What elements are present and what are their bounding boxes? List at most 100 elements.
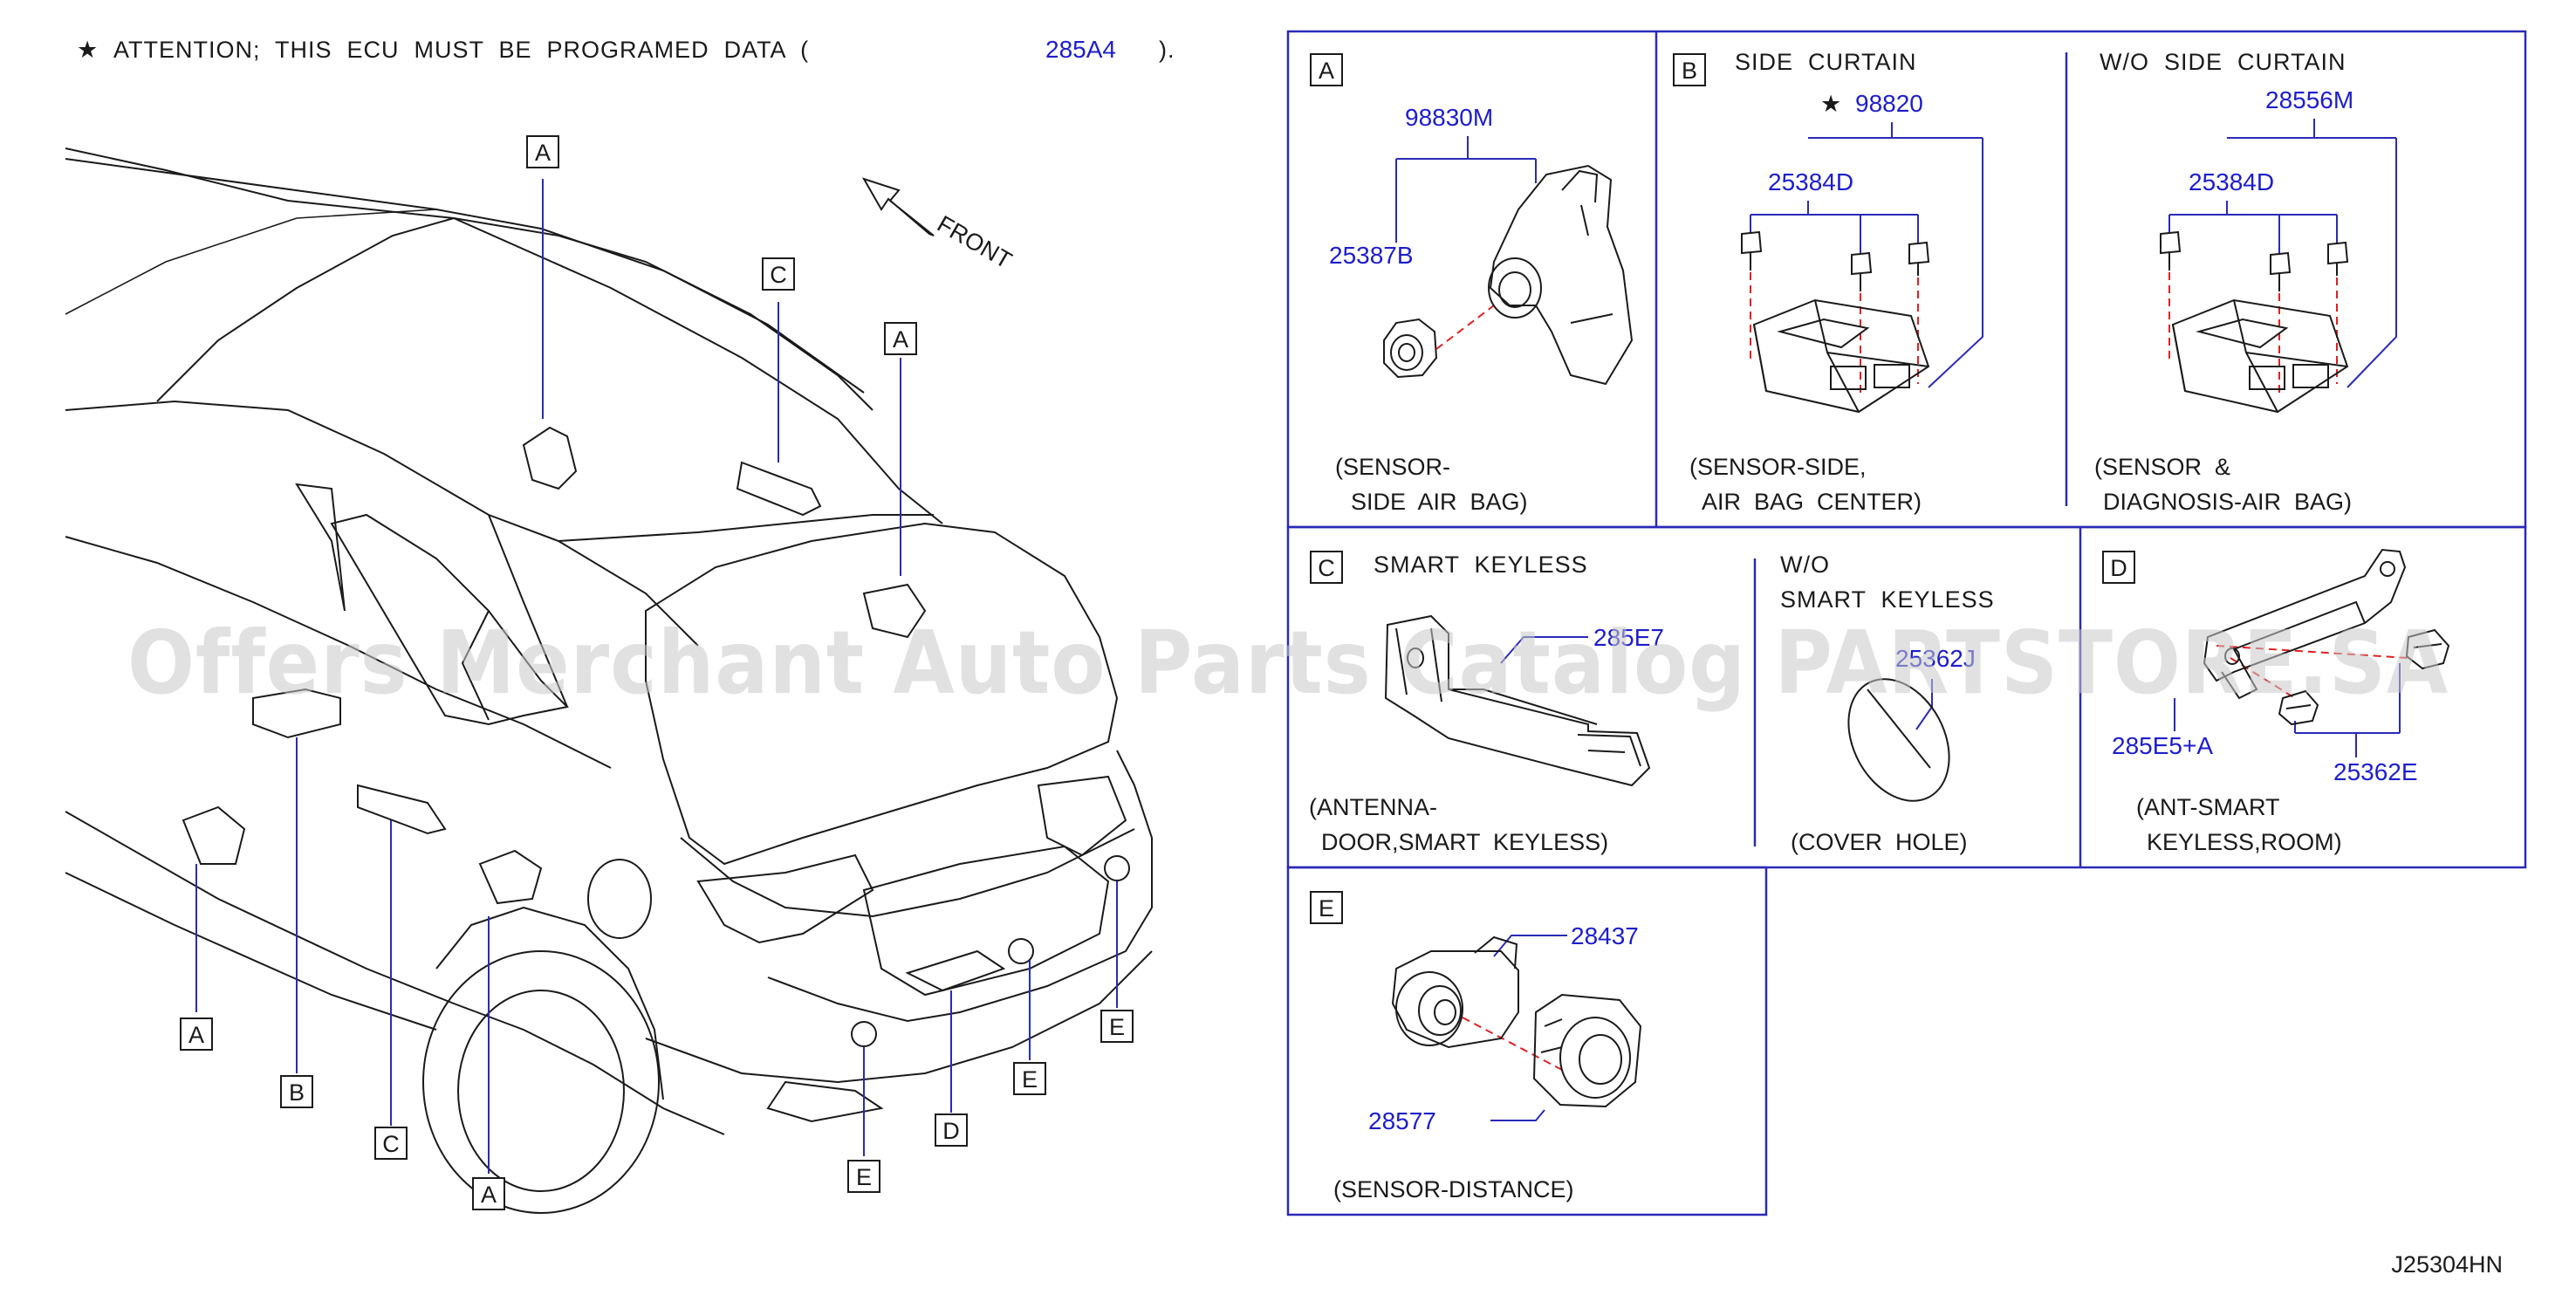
cover-hole-icon <box>1847 678 1950 802</box>
part-25362e[interactable]: 25362E <box>2333 758 2418 785</box>
panel-c-caption-right: (COVER HOLE) <box>1791 829 1968 855</box>
bolt-icon-left-1 <box>1741 230 1763 271</box>
callout-leaders <box>195 179 1118 1174</box>
part-285e7[interactable]: 285E7 <box>1593 624 1664 651</box>
callout-box-a-right[interactable]: A <box>884 322 917 355</box>
quarter-window-inner <box>461 610 490 721</box>
callout-label: C <box>770 262 787 288</box>
car-sensor-a2 <box>862 583 927 639</box>
front-direction-arrow: FRONT <box>861 177 1017 274</box>
tail-lamp-right <box>1037 775 1127 857</box>
rear-rim <box>457 990 625 1192</box>
side-upper-line <box>65 400 699 647</box>
callout-box-c[interactable]: C <box>374 1127 408 1160</box>
part-28556m[interactable]: 28556M <box>2265 86 2353 113</box>
part-25384d-left[interactable]: 25384D <box>1768 168 1853 195</box>
c-pillar <box>488 514 568 708</box>
airbag-ecu-icon-left <box>1752 298 1930 414</box>
panel-c-tag-box <box>1310 551 1343 584</box>
panel-b-caption-right-1: (SENSOR & <box>2094 454 2230 480</box>
part-28437[interactable]: 28437 <box>1571 922 1639 949</box>
roof-front-edge <box>156 217 455 402</box>
callout-label: A <box>893 326 908 353</box>
panel-d-caption-2: KEYLESS,ROOM) <box>2147 829 2342 855</box>
panel-c-caption-left-1: (ANTENNA- <box>1309 794 1437 820</box>
callout-label: E <box>856 1164 872 1190</box>
callout-box-e-left[interactable]: E <box>847 1160 880 1193</box>
clip-icon-upper <box>2405 628 2450 670</box>
panel-e-tag: E <box>1319 895 1334 922</box>
bolt-icon-right-1 <box>2160 230 2182 271</box>
bumper-lower <box>645 950 1153 1084</box>
panel-b-title-left: SIDE CURTAIN <box>1735 49 1917 75</box>
side-window-frame <box>295 483 346 612</box>
callout-label: C <box>382 1131 400 1157</box>
callout-box-a-top[interactable]: A <box>526 135 559 168</box>
callout-box-a-left[interactable]: A <box>180 1018 213 1051</box>
callout-box-b[interactable]: B <box>280 1075 313 1108</box>
door-belt-line <box>65 536 612 769</box>
part-98820[interactable]: 98820 <box>1855 90 1923 117</box>
car-sensor-e2 <box>851 1021 877 1047</box>
panel-a: A 98830M 25387B (SENSOR- SIDE AIR BAG) <box>1310 53 1634 515</box>
part-98830m[interactable]: 98830M <box>1405 104 1493 131</box>
diagram-code: J25304HN <box>2391 1251 2503 1278</box>
part-28577[interactable]: 28577 <box>1368 1107 1436 1134</box>
panel-c-caption-left-2: DOOR,SMART KEYLESS) <box>1321 829 1608 855</box>
license-recess <box>862 845 1110 997</box>
panel-a-tag: A <box>1319 58 1334 84</box>
panel-b: B SIDE CURTAIN W/O SIDE CURTAIN ★ 98820 … <box>1673 49 2397 515</box>
rear-window-top <box>453 217 943 524</box>
panel-d-tag-box <box>2102 551 2135 584</box>
side-airbag-sensor-icon <box>1488 164 1634 386</box>
callout-label: A <box>481 1182 497 1208</box>
panel-c: C SMART KEYLESS W/O SMART KEYLESS 285E7 … <box>1309 551 1995 855</box>
part-25387b[interactable]: 25387B <box>1329 242 1414 269</box>
part-285e5a[interactable]: 285E5+A <box>2112 732 2213 759</box>
callout-box-e-right[interactable]: E <box>1100 1010 1134 1043</box>
callout-box-c-top[interactable]: C <box>762 257 795 291</box>
panel-b-caption-right-2: DIAGNOSIS-AIR BAG) <box>2103 489 2352 515</box>
attention-part-number[interactable]: 285A4 <box>1045 36 1116 63</box>
part-25384d-right[interactable]: 25384D <box>2189 168 2274 195</box>
panel-b-tag: B <box>1682 58 1697 84</box>
callout-box-e-center[interactable]: E <box>1013 1062 1046 1095</box>
hatch-glass <box>645 522 1119 866</box>
car-antenna-d <box>905 949 1006 992</box>
callout-label: E <box>1109 1014 1125 1040</box>
flange-nut-icon <box>1383 318 1438 379</box>
rear-bumper <box>767 750 1153 1023</box>
part-25362j[interactable]: 25362J <box>1895 645 1976 672</box>
panel-b-caption-left-1: (SENSOR-SIDE, <box>1689 454 1867 480</box>
panel-c-tag: C <box>1318 555 1335 581</box>
attention-star: ★ <box>77 37 99 63</box>
car-unit-b <box>252 688 341 739</box>
attention-header: ★ ATTENTION; THIS ECU MUST BE PROGRAMED … <box>77 36 1175 63</box>
roof-panel-line <box>65 209 437 315</box>
bolt-icon-left-2 <box>1851 251 1873 291</box>
callout-box-a-bottom[interactable]: A <box>472 1177 505 1210</box>
bumper-reflector <box>766 1080 884 1123</box>
car-sensor-e1 <box>1008 938 1034 964</box>
clip-icon-lower <box>2278 689 2319 726</box>
roof-outline <box>65 147 874 411</box>
panel-a-caption-2: SIDE AIR BAG) <box>1351 489 1528 515</box>
panel-d-caption-1: (ANT-SMART <box>2136 794 2280 820</box>
detail-panels-frame <box>1286 30 2527 1216</box>
panel-c-title-right-2: SMART KEYLESS <box>1780 586 1995 613</box>
callout-label: A <box>535 140 551 166</box>
smart-keyless-antenna-icon <box>1384 614 1651 787</box>
quarter-window <box>330 513 570 726</box>
callout-label: B <box>289 1079 305 1106</box>
panel-e-tag-box <box>1310 891 1343 924</box>
attention-text: ATTENTION; THIS ECU MUST BE PROGRAMED DA… <box>113 37 809 63</box>
rear-tire <box>422 950 660 1214</box>
panel-a-caption-1: (SENSOR- <box>1335 454 1450 480</box>
callout-label: E <box>1022 1066 1038 1093</box>
hatch-lower <box>680 828 1135 918</box>
callout-box-d[interactable]: D <box>935 1113 968 1147</box>
callout-label: D <box>942 1118 960 1144</box>
roof-rail <box>65 158 865 394</box>
panel-c-title-left: SMART KEYLESS <box>1374 552 1588 578</box>
distance-sensor-icon <box>1391 935 1519 1049</box>
